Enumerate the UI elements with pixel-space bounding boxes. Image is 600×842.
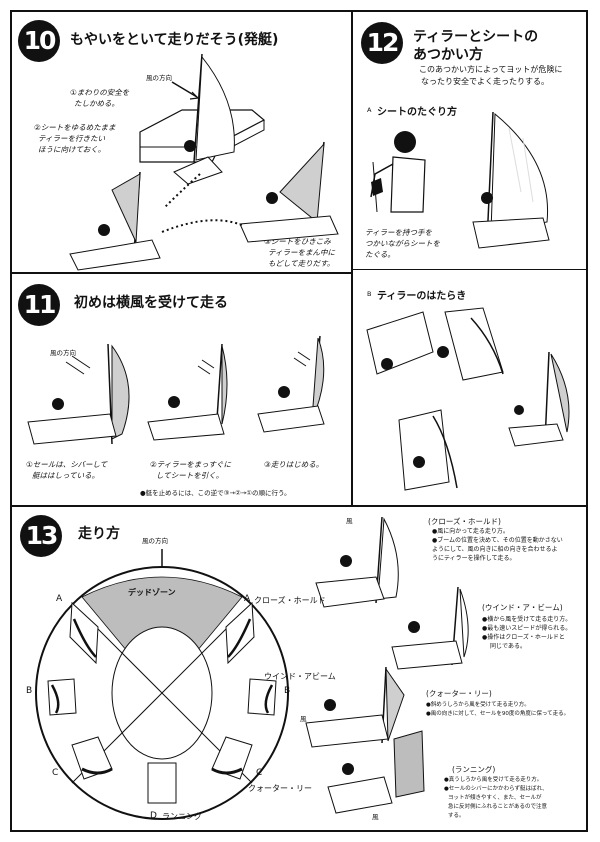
sub-a-caption-1: ティラーを持つ手を xyxy=(365,228,433,237)
section-11-title: 初めは横風を受けて走る xyxy=(74,295,228,311)
section-12-title-line-2: あつかい方 xyxy=(413,47,483,63)
caption-3: ③走りはじめる。 xyxy=(264,460,324,469)
intro-line-1: このあつかい方によってヨットが危険に xyxy=(419,65,563,74)
section-number-12: 12 xyxy=(361,22,403,64)
section-12-title-line-1: ティラーとシートの xyxy=(413,29,539,45)
divider-horizontal-1 xyxy=(10,272,351,274)
desc-close-line-2: ●ブームの位置を決めて、その位置を動かさない xyxy=(432,537,563,544)
label-a-left: A xyxy=(56,594,63,604)
desc-beam-line-4: 同じである。 xyxy=(490,643,526,650)
step-1-line-1: ①まわりの安全を xyxy=(70,88,130,97)
sub-divider xyxy=(353,269,588,270)
desc-running-line-1: ●真うしろから風を受けて走る走り方。 xyxy=(444,777,543,783)
step-3-line-2: ティラーをまん中に xyxy=(268,248,336,257)
sub-a-caption-2: つかいながらシートを xyxy=(365,239,440,248)
label-running: ランニング xyxy=(162,812,202,821)
wind-direction-label: 風の方向 xyxy=(146,74,172,82)
step-2-line-3: ほうに向けておく。 xyxy=(38,145,106,154)
caption-2-line-2: してシートを引く。 xyxy=(156,471,224,480)
section-number-11: 11 xyxy=(18,284,60,326)
divider-horizontal-2 xyxy=(10,505,588,507)
section-10-illustration xyxy=(69,53,339,271)
section-11-illustration xyxy=(27,335,325,445)
wind-small-1: 風 xyxy=(346,517,353,525)
wind-small-2: 風 xyxy=(300,715,307,723)
label-quarter: クォーター・リー xyxy=(248,784,312,793)
sub-a-label: A xyxy=(367,106,372,114)
label-b-left: B xyxy=(26,686,33,696)
label-a-right: A xyxy=(244,594,251,604)
label-b-right: B xyxy=(284,686,291,696)
step-3-line-1: ③シートをひきこみ xyxy=(264,237,331,246)
label-close-hauled: クローズ・ホールド xyxy=(254,596,326,605)
caption-1-line-1: ①セールは、シバーして xyxy=(26,460,108,469)
desc-running-line-3: ヨットが傾きやすく、また、セールが xyxy=(448,795,542,801)
desc-quarter-line-2: ●風の向きに対して、セールを90度の角度に保って走る。 xyxy=(426,711,570,717)
sub-b-label: B xyxy=(367,290,372,298)
desc-beam-line-2: ●最も速いスピードが得られる。 xyxy=(482,625,572,632)
desc-beam-head: (ウインド・ア・ビーム) xyxy=(482,603,563,612)
desc-close-head: (クローズ・ホールド) xyxy=(428,517,501,526)
desc-quarter-line-1: ●斜めうしろから風を受けて走る走り方。 xyxy=(426,702,530,708)
caption-1-line-2: 艇ははしっている。 xyxy=(32,471,100,480)
section-10-title: もやいをといて走りだそう(発艇) xyxy=(70,32,279,48)
section-11: 11 初めは横風を受けて走る 風の方向 ①セールは、シバーして 艇ははしっている… xyxy=(12,274,351,505)
section-12-illustration xyxy=(366,111,570,491)
section-12: 12 ティラーとシートの あつかい方 このあつかい方によってヨットが危険に なっ… xyxy=(353,12,588,505)
desc-running-head: (ランニング) xyxy=(452,765,496,774)
caption-2-line-1: ②ティラーをまっすぐに xyxy=(150,460,231,469)
desc-beam-line-1: ●横から風を受けて走る走り方。 xyxy=(482,616,572,623)
desc-close-line-1: ●風に向かって走る走り方。 xyxy=(432,528,509,535)
sub-b-title: ティラーのはたらき xyxy=(377,291,467,302)
step-1-line-2: たしかめる。 xyxy=(74,99,119,108)
wind-direction-label-13: 風の方向 xyxy=(142,537,168,545)
desc-close-line-3: ようにして、風の向きに船の向きを合わせるよ xyxy=(432,546,558,553)
step-2-line-2: ティラーを行きたい xyxy=(38,134,106,143)
label-d: D xyxy=(150,811,157,821)
desc-close-line-4: うにティラーを操作して走る。 xyxy=(432,555,516,562)
label-beam-reach: ウインド・アビーム xyxy=(264,672,336,681)
desc-quarter-head: (クォーター・リー) xyxy=(426,689,492,698)
wind-small-3: 風 xyxy=(372,813,379,821)
step-3-line-3: もどして走りだす。 xyxy=(268,259,335,268)
label-c-left: C xyxy=(52,768,59,778)
section-number-13: 13 xyxy=(20,515,62,557)
points-of-sail-diagram xyxy=(35,516,469,820)
stop-note: ●艇を止めるには、この逆で③→②→①の順に行う。 xyxy=(140,489,291,497)
label-dead-zone: デッドゾーン xyxy=(128,588,176,597)
section-10: 10 もやいをといて走りだそう(発艇) 風の方向 ①まわりの安全を たしかめる。… xyxy=(12,12,351,272)
divider-vertical-top xyxy=(351,10,353,507)
section-13-title: 走り方 xyxy=(78,526,120,542)
step-2-line-1: ②シートをゆるめたまま xyxy=(34,123,116,132)
desc-beam-line-3: ●操作はクローズ・ホールドと xyxy=(482,634,565,641)
section-13: 13 走り方 風の方向 xyxy=(12,507,588,832)
section-number-10: 10 xyxy=(18,20,60,62)
sub-a-caption-3: たぐる。 xyxy=(365,250,395,259)
desc-running-line-4: 急に反対側にふれることがあるので注意 xyxy=(448,804,548,810)
label-c-right: C xyxy=(256,768,263,778)
desc-running-line-5: する。 xyxy=(448,813,465,819)
sub-a-title: シートのたぐり方 xyxy=(377,107,457,118)
wind-direction-label-11: 風の方向 xyxy=(50,349,76,357)
intro-line-2: なったり安全でよく走ったりする。 xyxy=(421,77,549,86)
desc-running-line-2: ●セールのシバーにかかわらず艇はばれ、 xyxy=(444,786,548,792)
page-border xyxy=(10,10,588,832)
